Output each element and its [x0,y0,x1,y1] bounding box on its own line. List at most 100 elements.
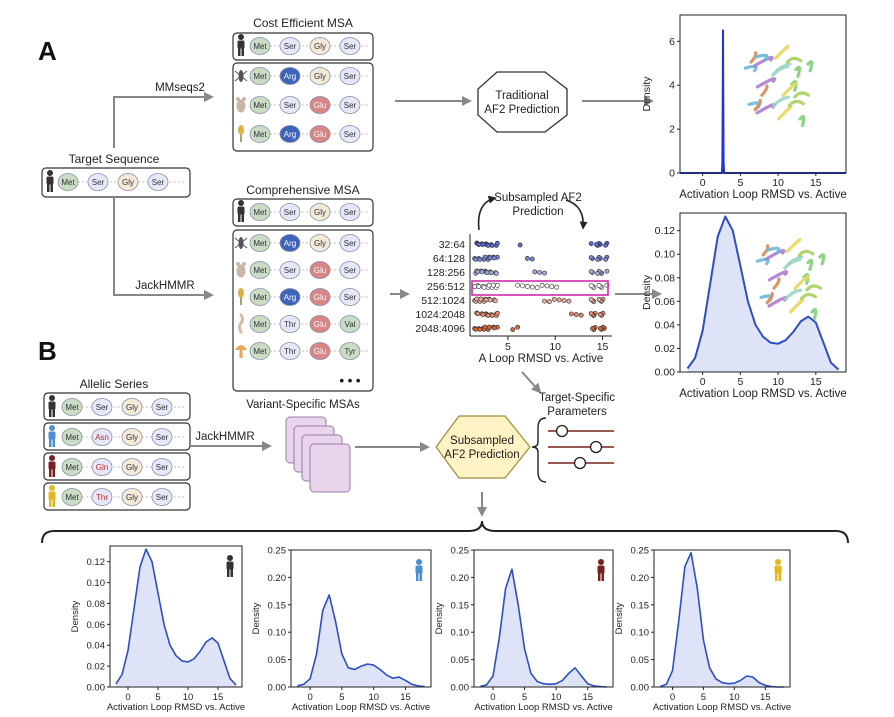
residue-glu [309,261,331,279]
subsample-point [603,242,608,248]
y-tick-label: 0.05 [451,655,470,666]
y-tick-label: 0.25 [451,546,470,557]
subsampled-af2-box [435,415,531,479]
residue-label: Ser [344,208,357,217]
subsample-point [489,313,495,318]
residue-ser [279,96,301,114]
density-line [480,568,607,688]
subsample-point [539,282,545,288]
subsample-point [595,271,601,276]
subsample-row-label: 64:128 [433,253,465,265]
residue-label: Val [345,320,356,329]
allelic-row-box [43,482,191,511]
y-tick-label: 0.20 [268,573,287,584]
subsample-point [525,256,530,261]
subsample-point [525,284,530,289]
residue-label: Gly [126,493,138,502]
residue-met [249,96,271,114]
residue-label: Glu [314,101,326,110]
x-tick-label: 10 [772,376,784,388]
residue-met [249,67,271,85]
chart-frame [679,212,847,373]
residue-met [249,342,271,360]
residue-label: Ser [92,178,105,187]
x-tick-label: 15 [810,177,822,189]
residue-label: Met [61,178,75,187]
y-axis-label: Density [641,76,653,112]
subsample-point [491,255,497,261]
subsample-point [556,297,562,303]
x-tick-label: 15 [582,692,593,703]
residue-label: Ser [156,433,169,442]
y-tick-label: 2 [669,124,675,136]
subsample-point [604,268,610,274]
residue-label: Ser [156,463,169,472]
residue-ser [339,96,361,114]
subsample-point [476,242,482,247]
residue-ser [151,458,173,476]
y-tick-label: 0.00 [631,683,650,694]
subsample-point [588,269,594,274]
residue-label: Asn [95,433,109,442]
variant-human-icon [48,425,56,447]
subsample-strip-plot: A Loop RMSD vs. Active 32:6464:128128:25… [415,234,612,365]
residue-ser [147,173,169,191]
residue-ser [339,261,361,279]
residue-met [249,203,271,221]
y-tick-label: 0.25 [268,546,287,557]
residue-label: Met [65,433,79,442]
x-tick-label: 5 [522,692,527,703]
subsample-point [534,285,540,291]
density-fill [680,30,846,174]
residue-label: Met [253,347,267,356]
y-tick-label: 0.15 [268,600,287,611]
y-tick-label: 4 [669,80,675,92]
residue-gly [121,428,143,446]
residue-label: Gly [314,239,326,248]
residue-label: Met [65,403,79,412]
y-tick-label: 0.20 [631,573,650,584]
residue-label: Ser [284,208,297,217]
residue-label: Met [253,72,267,81]
chart-variant-icon [774,559,782,581]
subsample-point [551,296,557,302]
subsample-point [566,298,572,304]
subsample-point [515,282,521,288]
subsample-row-label: 1024:2048 [415,309,465,321]
x-tick-label: 10 [368,692,379,703]
residue-label: Ser [344,130,357,139]
residue-label: Met [253,239,267,248]
highlight-box [471,280,609,296]
residue-ser [151,398,173,416]
residue-glu [309,96,331,114]
residue-label: Arg [284,239,296,248]
residue-arg [279,125,301,143]
subsample-point [542,270,547,276]
subsample-point [472,284,478,289]
subsample-point [588,283,594,288]
residue-ser [339,234,361,252]
x-axis-label: Activation Loop RMSD vs. Active [474,702,612,713]
subsampled-af2-line1: Subsampled [450,435,514,447]
subsample-row-label: 32:64 [439,239,465,251]
y-axis-label: Density [641,274,653,310]
subsample-point [491,325,497,331]
subsample-point [473,326,479,332]
density-fill [480,569,607,687]
residue-label: Arg [284,293,296,302]
residue-ser [339,67,361,85]
residue-label: Glu [314,130,326,139]
y-tick-label: 0.15 [631,600,650,611]
x-tick-label: 5 [701,692,706,703]
residue-label: Met [253,293,267,302]
comprehensive-msa-title: Comprehensive MSA [246,183,359,197]
residue-glu [309,342,331,360]
x-tick-label: 10 [183,692,194,703]
traditional-af2-line1: Traditional [495,90,548,102]
residue-met [249,261,271,279]
jackhmmer-arrow [113,197,214,300]
